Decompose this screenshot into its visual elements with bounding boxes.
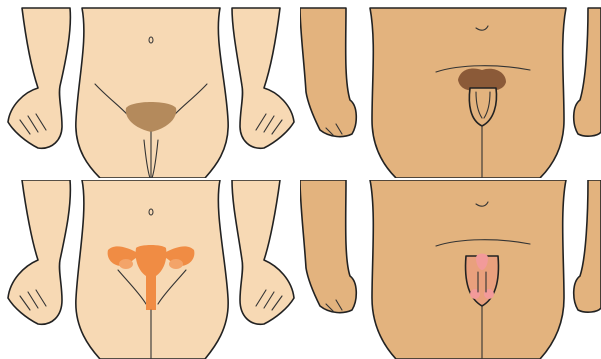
male-external-panel — [300, 0, 601, 178]
male-left-arm — [300, 8, 356, 137]
right-ovary — [169, 259, 183, 269]
female-right-arm-internal — [232, 180, 294, 324]
female-external-panel — [0, 0, 300, 178]
male-torso — [370, 8, 566, 178]
female-left-arm-internal — [8, 180, 70, 324]
male-right-arm-internal — [574, 180, 601, 312]
female-torso — [76, 8, 228, 178]
female-left-arm — [8, 8, 70, 148]
male-right-arm — [574, 8, 601, 136]
female-internal-panel — [0, 180, 300, 359]
male-left-arm-internal — [300, 180, 356, 313]
female-right-arm — [232, 8, 294, 148]
male-internal-panel — [300, 180, 601, 359]
left-ovary — [119, 259, 133, 269]
